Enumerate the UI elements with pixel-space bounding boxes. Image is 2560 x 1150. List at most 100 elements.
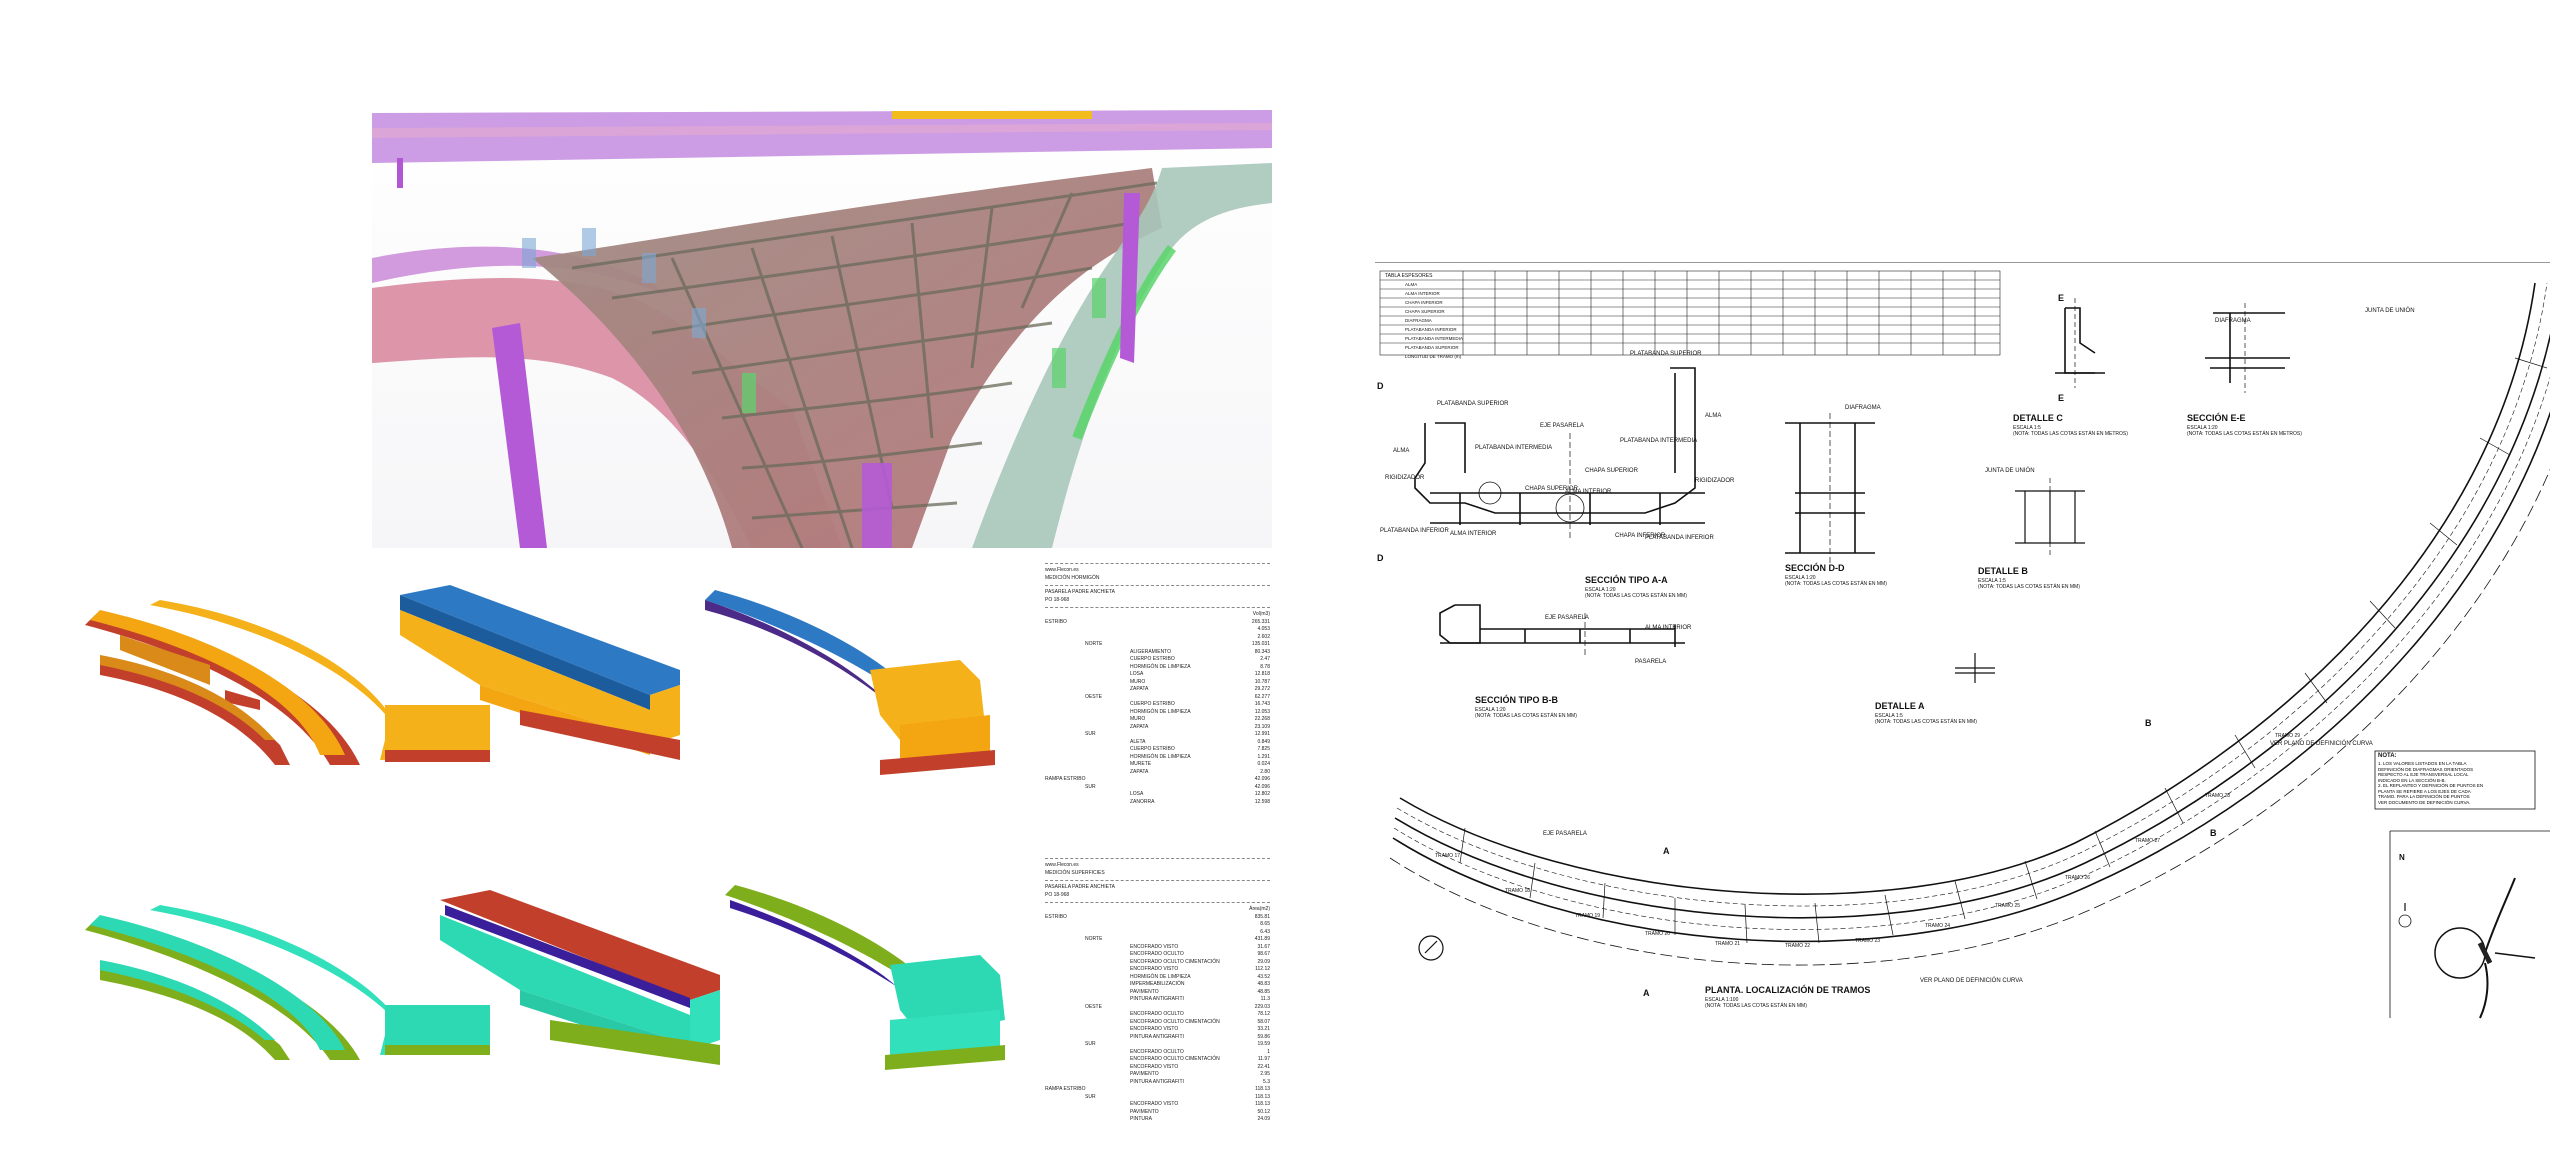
section-mark-d: D <box>1377 553 1384 563</box>
pier-right <box>1120 193 1140 363</box>
qto-row-value: 59.86 <box>1257 1033 1270 1040</box>
qto-row-name: HORMIGÓN DE LIMPIEZA <box>1130 663 1191 670</box>
plan-curved-deck <box>1389 282 2550 966</box>
qto-row-value: 118.13 <box>1255 1101 1270 1107</box>
qto-row-name <box>1045 634 1233 642</box>
label-platabanda-superior: PLATABANDA SUPERIOR <box>1630 351 1702 357</box>
qto-row-value: 431.89 <box>1254 936 1270 942</box>
qto-header-line: www.Flecon.es <box>1045 862 1079 868</box>
detail-a-scale: ESCALA 1:5 <box>1875 713 1903 719</box>
qto-row-name: MURO <box>1130 716 1146 722</box>
detail-c-title: DETALLE C <box>2013 413 2063 423</box>
qto-row-value: 12.802 <box>1254 791 1270 797</box>
qto-row-name: MURO <box>1130 678 1146 685</box>
qto-row-value: 2.95 <box>1260 1071 1270 1077</box>
label-alma: ALMA <box>1393 448 1410 454</box>
qto-row: ALIGERAMIENTO 80.343 <box>1045 649 1270 657</box>
qto-row-value: 7.825 <box>1257 746 1270 752</box>
qto-row-value: 265.331 <box>1251 618 1270 625</box>
tramo-label: TRAMO 23 <box>1855 938 1881 944</box>
qto-row-name: ZAPATA <box>1130 686 1149 692</box>
qto-row-name: HORMIGÓN DE LIMPIEZA <box>1130 973 1191 980</box>
qto-row-value: 78.12 <box>1257 1011 1270 1017</box>
detail-b-scale: ESCALA 1:5 <box>1978 578 2006 584</box>
qto-row-name: IMPERMEABILIZACIÓN <box>1130 981 1185 987</box>
qto-row-name: PINTURA ANTIGRAFITI <box>1130 996 1184 1002</box>
qto-row-name: RAMPA ESTRIBO <box>1045 776 1086 782</box>
section-mark-a: A <box>1643 988 1650 998</box>
tramo-label: TRAMO 17 <box>1435 853 1461 859</box>
bridge-3d-svg <box>372 108 1272 548</box>
qto-row-name: NORTE <box>1085 936 1103 942</box>
qto-row-value: 2.602 <box>1257 633 1270 640</box>
qto-header-line: MEDICIÓN HORMIGÓN <box>1045 574 1100 581</box>
qto-row-value: 4.053 <box>1257 626 1270 632</box>
qto-row-name: CUERPO ESTRIBO <box>1130 656 1175 662</box>
location-map <box>2389 830 2550 1019</box>
qto-row-value: 42.096 <box>1254 776 1270 782</box>
rule <box>1045 607 1270 608</box>
qto-row-name: LOSA <box>1130 791 1144 797</box>
qto-row-name: ALIGERAMIENTO <box>1130 648 1172 655</box>
qto-row-value: 98.67 <box>1257 951 1270 957</box>
tramo-label: TRAMO 19 <box>1575 913 1601 919</box>
qto-row-value: 5.3 <box>1263 1078 1270 1085</box>
label-diafragma: DIAFRAGMA <box>2215 318 2251 324</box>
qto-row-name: ENCOFRADO OCULTO CIMENTACIÓN <box>1130 1018 1220 1025</box>
qto-row-name: ENCOFRADO VISTO <box>1130 1063 1179 1070</box>
qto-row-name <box>1045 929 1233 937</box>
qto-row-name: ENCOFRADO VISTO <box>1130 943 1179 950</box>
qto-row-value: 50.12 <box>1257 1108 1270 1115</box>
qto-row-value: 229.03 <box>1254 1003 1270 1010</box>
qto-row-value: 29.272 <box>1254 686 1270 692</box>
detail-a-note: (NOTA: TODAS LAS COTAS ESTÁN EN MM) <box>1875 719 1977 725</box>
qto-row-value: 2.80 <box>1260 768 1270 775</box>
label-platabanda-intermedia: PLATABANDA INTERMEDIA <box>1475 445 1553 451</box>
qto-row-name: ZAPATA <box>1130 723 1149 730</box>
qto-row-value: 8.78 <box>1260 663 1270 670</box>
table-row-label: PLATABANDA SUPERIOR <box>1405 345 1459 350</box>
qto-concrete-table: www.Flecon.es MEDICIÓN HORMIGÓN PASARELA… <box>1045 560 1270 806</box>
table-row-label: PLATABANDA INTERMEDIA <box>1405 336 1463 341</box>
north-label: N <box>2399 853 2405 862</box>
qto-row-value: 80.343 <box>1254 648 1270 655</box>
qto-row-name: MURETE <box>1130 761 1152 767</box>
abutment-svg-orange-2 <box>400 585 680 760</box>
qto-row-name: ESTRIBO <box>1045 913 1067 920</box>
label-pasarela: PASARELA <box>1635 659 1667 665</box>
qto-header-line: PASARELA PADRE ANCHIETA <box>1045 884 1116 890</box>
section-e-e-drawing <box>2205 303 2290 393</box>
label-chapa-superior: CHAPA SUPERIOR <box>1585 468 1638 474</box>
qto-header-line: PO 18-968 <box>1045 891 1070 898</box>
qto-row-value: 1 <box>1267 1048 1270 1055</box>
table-row-label: ALMA INTERIOR <box>1405 291 1440 296</box>
qto-surface-table: www.Flecon.es MEDICIÓN SUPERFICIES PASAR… <box>1045 855 1270 1124</box>
qto-row-name: NORTE <box>1085 641 1103 647</box>
section-d-d-title: SECCIÓN D-D <box>1785 563 1845 573</box>
section-a-a-note: (NOTA: TODAS LAS COTAS ESTÁN EN MM) <box>1585 593 1687 599</box>
qto-row: NORTE 431.89 <box>1045 936 1270 944</box>
section-e-e-scale: ESCALA 1:20 <box>2187 425 2218 431</box>
tramo-label: TRAMO 25 <box>1995 903 2021 909</box>
abutment-render-orange-3 <box>700 585 1020 785</box>
abutment-render-teal-3 <box>720 880 1020 1080</box>
table-row-label: PLATABANDA INFERIOR <box>1405 327 1457 332</box>
detail-c-scale: ESCALA 1:5 <box>2013 425 2041 431</box>
qto-row-name: ESTRIBO <box>1045 618 1067 625</box>
qto-row-value: 43.52 <box>1257 973 1270 980</box>
section-mark-d: D <box>1377 381 1384 391</box>
label-platabanda-intermedia: PLATABANDA INTERMEDIA <box>1620 438 1698 444</box>
qto-row: ESTRIBO 265.331 <box>1045 619 1270 627</box>
qto-row-value: 48.85 <box>1257 988 1270 995</box>
detail-b-note: (NOTA: TODAS LAS COTAS ESTÁN EN MM) <box>1978 584 2080 590</box>
